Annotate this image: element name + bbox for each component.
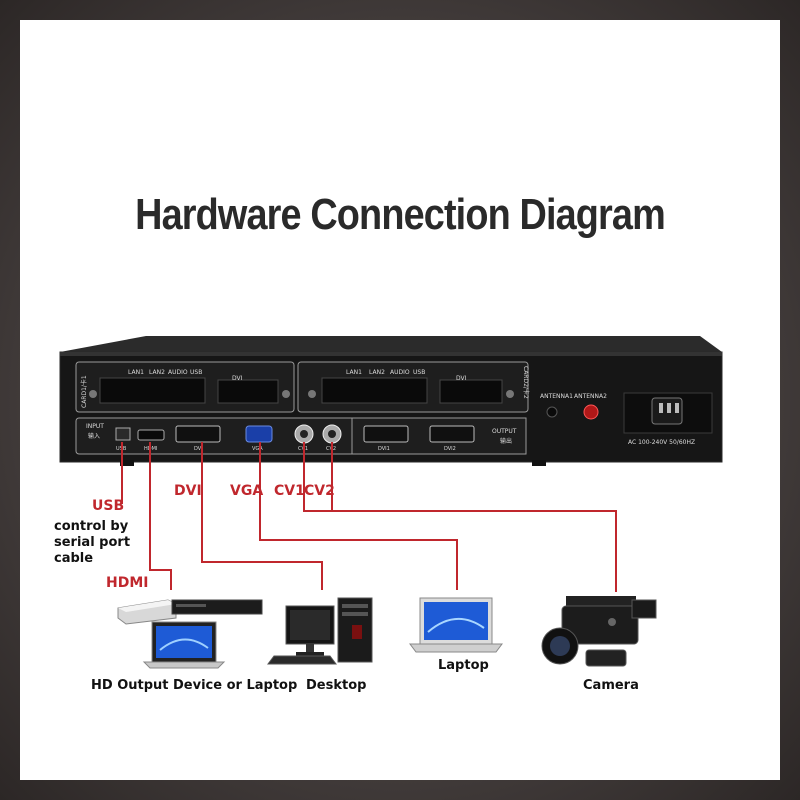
dvi-connection-label: DVI: [174, 483, 202, 499]
power-spec-label: AC 100-240V 50/60HZ: [628, 439, 695, 446]
slot2-dvi-label: DVI: [456, 375, 467, 382]
hdmi-line: [149, 442, 172, 590]
slot1-lan2-label: LAN2: [149, 369, 165, 376]
dvi-line: [201, 442, 323, 590]
connection-lines: [121, 442, 617, 592]
port-dvi-label: DVI: [194, 446, 203, 452]
port-vga-label: VGA: [252, 446, 263, 452]
antenna1-label: ANTENNA1: [540, 393, 573, 400]
output-cn-label: 输出: [500, 437, 512, 445]
video-camera: [541, 596, 657, 667]
antenna2-port: [583, 404, 599, 420]
desktop-computer: [267, 597, 373, 665]
slot1-audio-label: AUDIO: [168, 369, 188, 376]
hdmi-connection-label: HDMI: [106, 575, 149, 591]
slot2-card-label: CARD2/卡2: [522, 366, 530, 399]
antenna1-port: [546, 406, 558, 418]
vga-connection-label: VGA: [230, 483, 264, 499]
antenna2-label: ANTENNA2: [574, 393, 607, 400]
slot2-lan2-label: LAN2: [369, 369, 385, 376]
desktop-label: Desktop: [306, 678, 367, 693]
vga-line: [259, 442, 458, 590]
slot1-lan1-label: LAN1: [128, 369, 144, 376]
slot2-lan1-label: LAN1: [346, 369, 362, 376]
cv2-connection-label: CV2: [304, 483, 335, 499]
laptop-computer: [409, 597, 503, 653]
power-inlet: [623, 392, 713, 434]
slot2-audio-label: AUDIO: [390, 369, 410, 376]
input-cn-label: 输入: [88, 432, 100, 440]
hd-output-devices: [117, 599, 263, 669]
port-dvi1-label: DVI1: [378, 446, 390, 452]
cv1-line: [303, 442, 617, 592]
usb-connection-label: USB: [92, 498, 125, 514]
slot1-dvi-label: DVI: [232, 375, 243, 382]
laptop-label: Laptop: [438, 658, 489, 673]
card-slot-2: [297, 361, 529, 413]
diagram-title: Hardware Connection Diagram: [135, 190, 666, 239]
slot1-card-label: CARD1/卡1: [80, 375, 88, 408]
slot2-usb-label: USB: [413, 369, 425, 376]
camera-label: Camera: [583, 678, 639, 693]
hd-output-device-label: HD Output Device or Laptop: [91, 678, 298, 693]
io-panel: [75, 417, 527, 455]
port-dvi2-label: DVI2: [444, 446, 456, 452]
usb-note-line-2: serial port: [54, 535, 131, 550]
usb-note-line-1: control by: [54, 519, 129, 534]
output-label: OUTPUT: [492, 428, 517, 435]
input-label: INPUT: [86, 423, 104, 430]
slot1-usb-label: USB: [190, 369, 202, 376]
cv1-connection-label: CV1: [274, 483, 305, 499]
card-slot-1: [75, 361, 295, 413]
usb-note-line-3: cable: [54, 551, 94, 566]
